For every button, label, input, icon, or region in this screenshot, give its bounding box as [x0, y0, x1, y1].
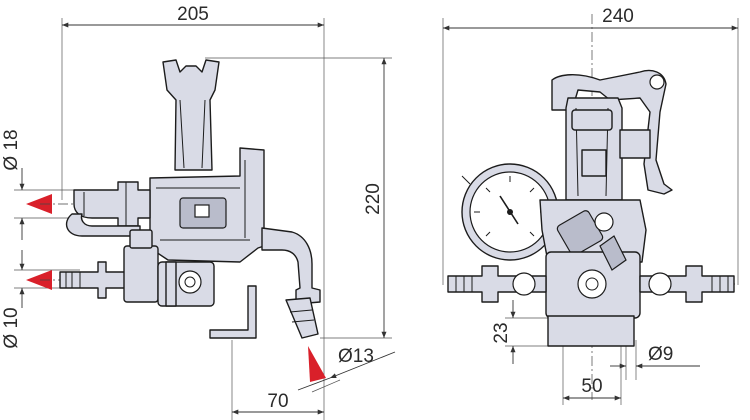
dimension-diameter-18: Ø 18 [1, 129, 80, 240]
diameter-18-label: Ø 18 [1, 129, 22, 170]
dimension-23: 23 [491, 300, 548, 364]
diameter-10-label: Ø 10 [1, 307, 22, 348]
inlet-arrow-upper [26, 194, 52, 214]
dimension-70: 70 [231, 340, 324, 420]
pump-side-body [59, 59, 321, 339]
dimension-23-label: 23 [491, 322, 512, 343]
outlet-arrow [308, 346, 326, 382]
dimension-220-label: 220 [363, 183, 384, 215]
pressure-gauge [461, 163, 559, 261]
front-view: 240 23 50 Ø9 [442, 6, 739, 405]
pump-front-body [447, 69, 735, 347]
diameter-9-label: Ø9 [648, 344, 673, 365]
dimension-50-label: 50 [581, 376, 602, 397]
inlet-arrow-lower [26, 270, 52, 290]
dimension-240-label: 240 [602, 6, 634, 27]
dimension-205: 205 [61, 4, 325, 420]
dimension-70-label: 70 [267, 391, 288, 412]
dimension-diameter-13: Ø13 [297, 346, 396, 393]
dimension-240: 240 [442, 6, 739, 285]
dimension-50: 50 [562, 346, 622, 405]
dimension-205-label: 205 [177, 4, 209, 25]
side-view: 205 220 70 Ø 18 Ø 10 [1, 4, 396, 420]
diameter-13-label: Ø13 [338, 346, 374, 367]
dimension-diameter-10: Ø 10 [1, 250, 80, 349]
dimension-diameter-9: Ø9 [610, 340, 700, 380]
dimension-220: 220 [205, 57, 392, 339]
